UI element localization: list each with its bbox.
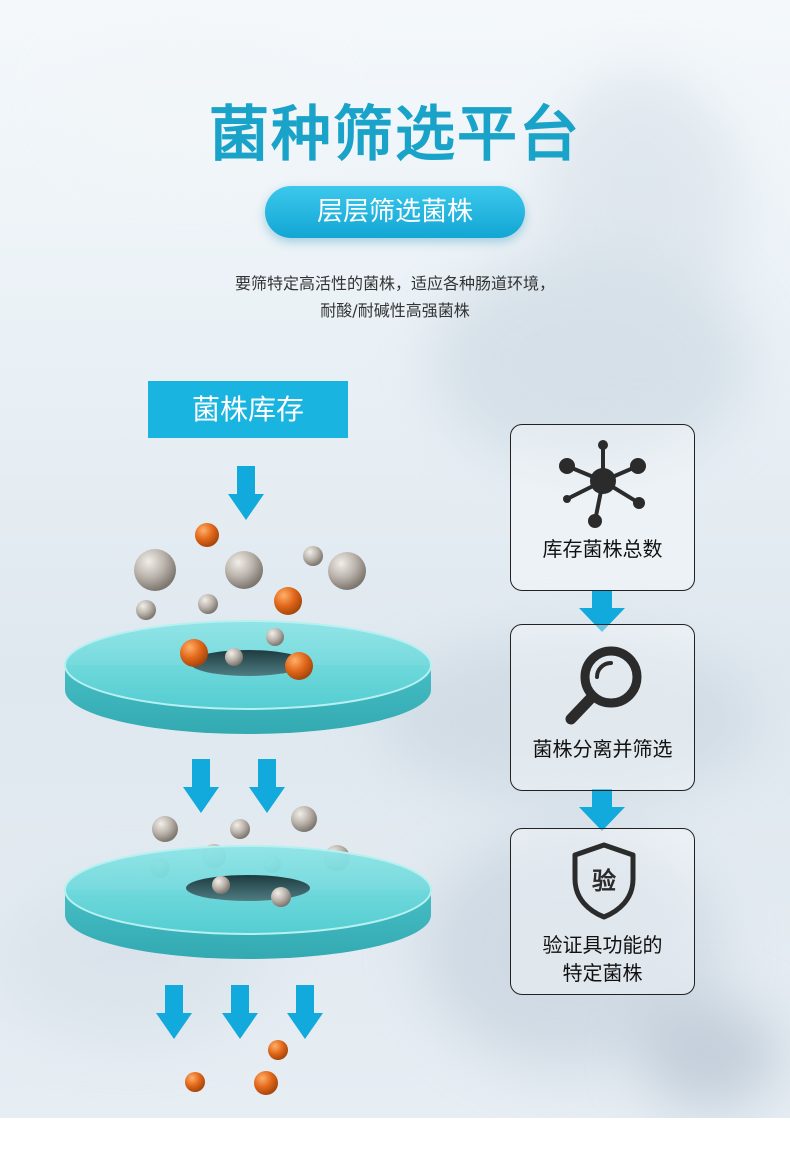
down-arrow-icon: [579, 590, 625, 632]
filter-dish-1: [64, 620, 432, 734]
shield-icon-text: 验: [592, 867, 616, 895]
description-line-1: 要筛特定高活性的菌株，适应各种肠道环境，: [234, 274, 555, 293]
description: 要筛特定高活性的菌株，适应各种肠道环境， 耐酸/耐碱性高强菌株: [0, 270, 790, 324]
down-arrow-icon: [222, 985, 258, 1039]
step-label-line-1: 验证具功能的: [542, 933, 663, 957]
down-arrow-icon: [287, 985, 323, 1039]
step-label-line-2: 特定菌株: [562, 961, 643, 985]
molecule-icon: [559, 440, 646, 528]
strain-balls-top: [134, 523, 366, 620]
down-arrow-icon: [579, 789, 625, 831]
step-card-strain-total: 库存菌株总数: [510, 424, 695, 591]
filter-dish-2: [64, 845, 432, 959]
step-card-isolation: 菌株分离并筛选: [510, 624, 695, 791]
step-label: 菌株分离并筛选: [532, 737, 673, 761]
down-arrow-icon: [249, 759, 285, 813]
step-label: 库存菌株总数: [542, 537, 663, 561]
strain-balls-final: [185, 1040, 288, 1095]
down-arrow-icon: [183, 759, 219, 813]
magnifier-icon: [565, 646, 642, 725]
bottom-margin: [0, 1118, 790, 1168]
down-arrow-icon: [156, 985, 192, 1039]
page-title: 菌种筛选平台: [209, 100, 581, 170]
down-arrow-icon: [228, 466, 264, 520]
step-card-validation: 验 验证具功能的 特定菌株: [510, 828, 695, 995]
description-line-2: 耐酸/耐碱性高强菌株: [320, 301, 470, 320]
inventory-label: 菌株库存: [148, 381, 348, 438]
subtitle-badge: 层层筛选菌株: [265, 186, 525, 238]
shield-icon: 验: [572, 842, 636, 920]
